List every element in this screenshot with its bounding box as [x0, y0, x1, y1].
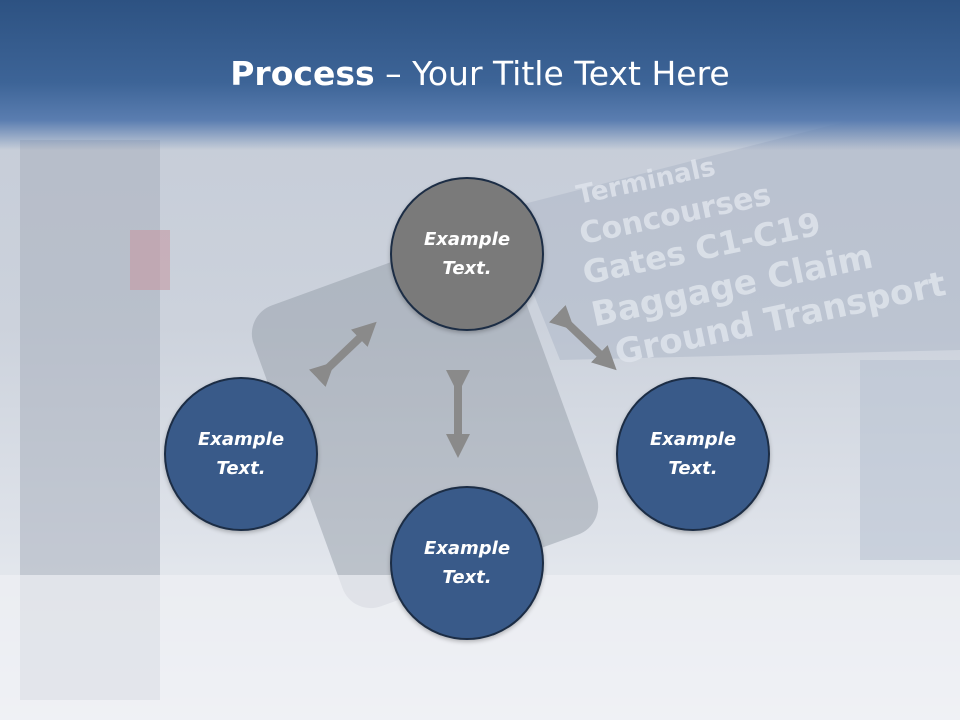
- node-top-line1: Example: [423, 229, 511, 250]
- node-left-line2: Text.: [216, 458, 266, 479]
- node-bottom-line2: Text.: [442, 567, 492, 588]
- blurred-red-object: [130, 230, 170, 290]
- slide-title[interactable]: Process – Your Title Text Here: [0, 52, 960, 96]
- title-bold: Process: [230, 54, 375, 93]
- node-right-line2: Text.: [668, 458, 718, 479]
- node-left-line1: Example: [197, 429, 285, 450]
- node-bottom-line1: Example: [423, 538, 511, 559]
- sign-board: [500, 100, 960, 360]
- node-right-line1: Example: [649, 429, 737, 450]
- arrow-top-left: [309, 321, 377, 387]
- arrow-top-right: [549, 305, 617, 371]
- title-bar: [0, 0, 960, 150]
- title-rest: – Your Title Text Here: [374, 54, 730, 93]
- node-top-line2: Text.: [442, 258, 492, 279]
- glass-wall: [860, 360, 960, 560]
